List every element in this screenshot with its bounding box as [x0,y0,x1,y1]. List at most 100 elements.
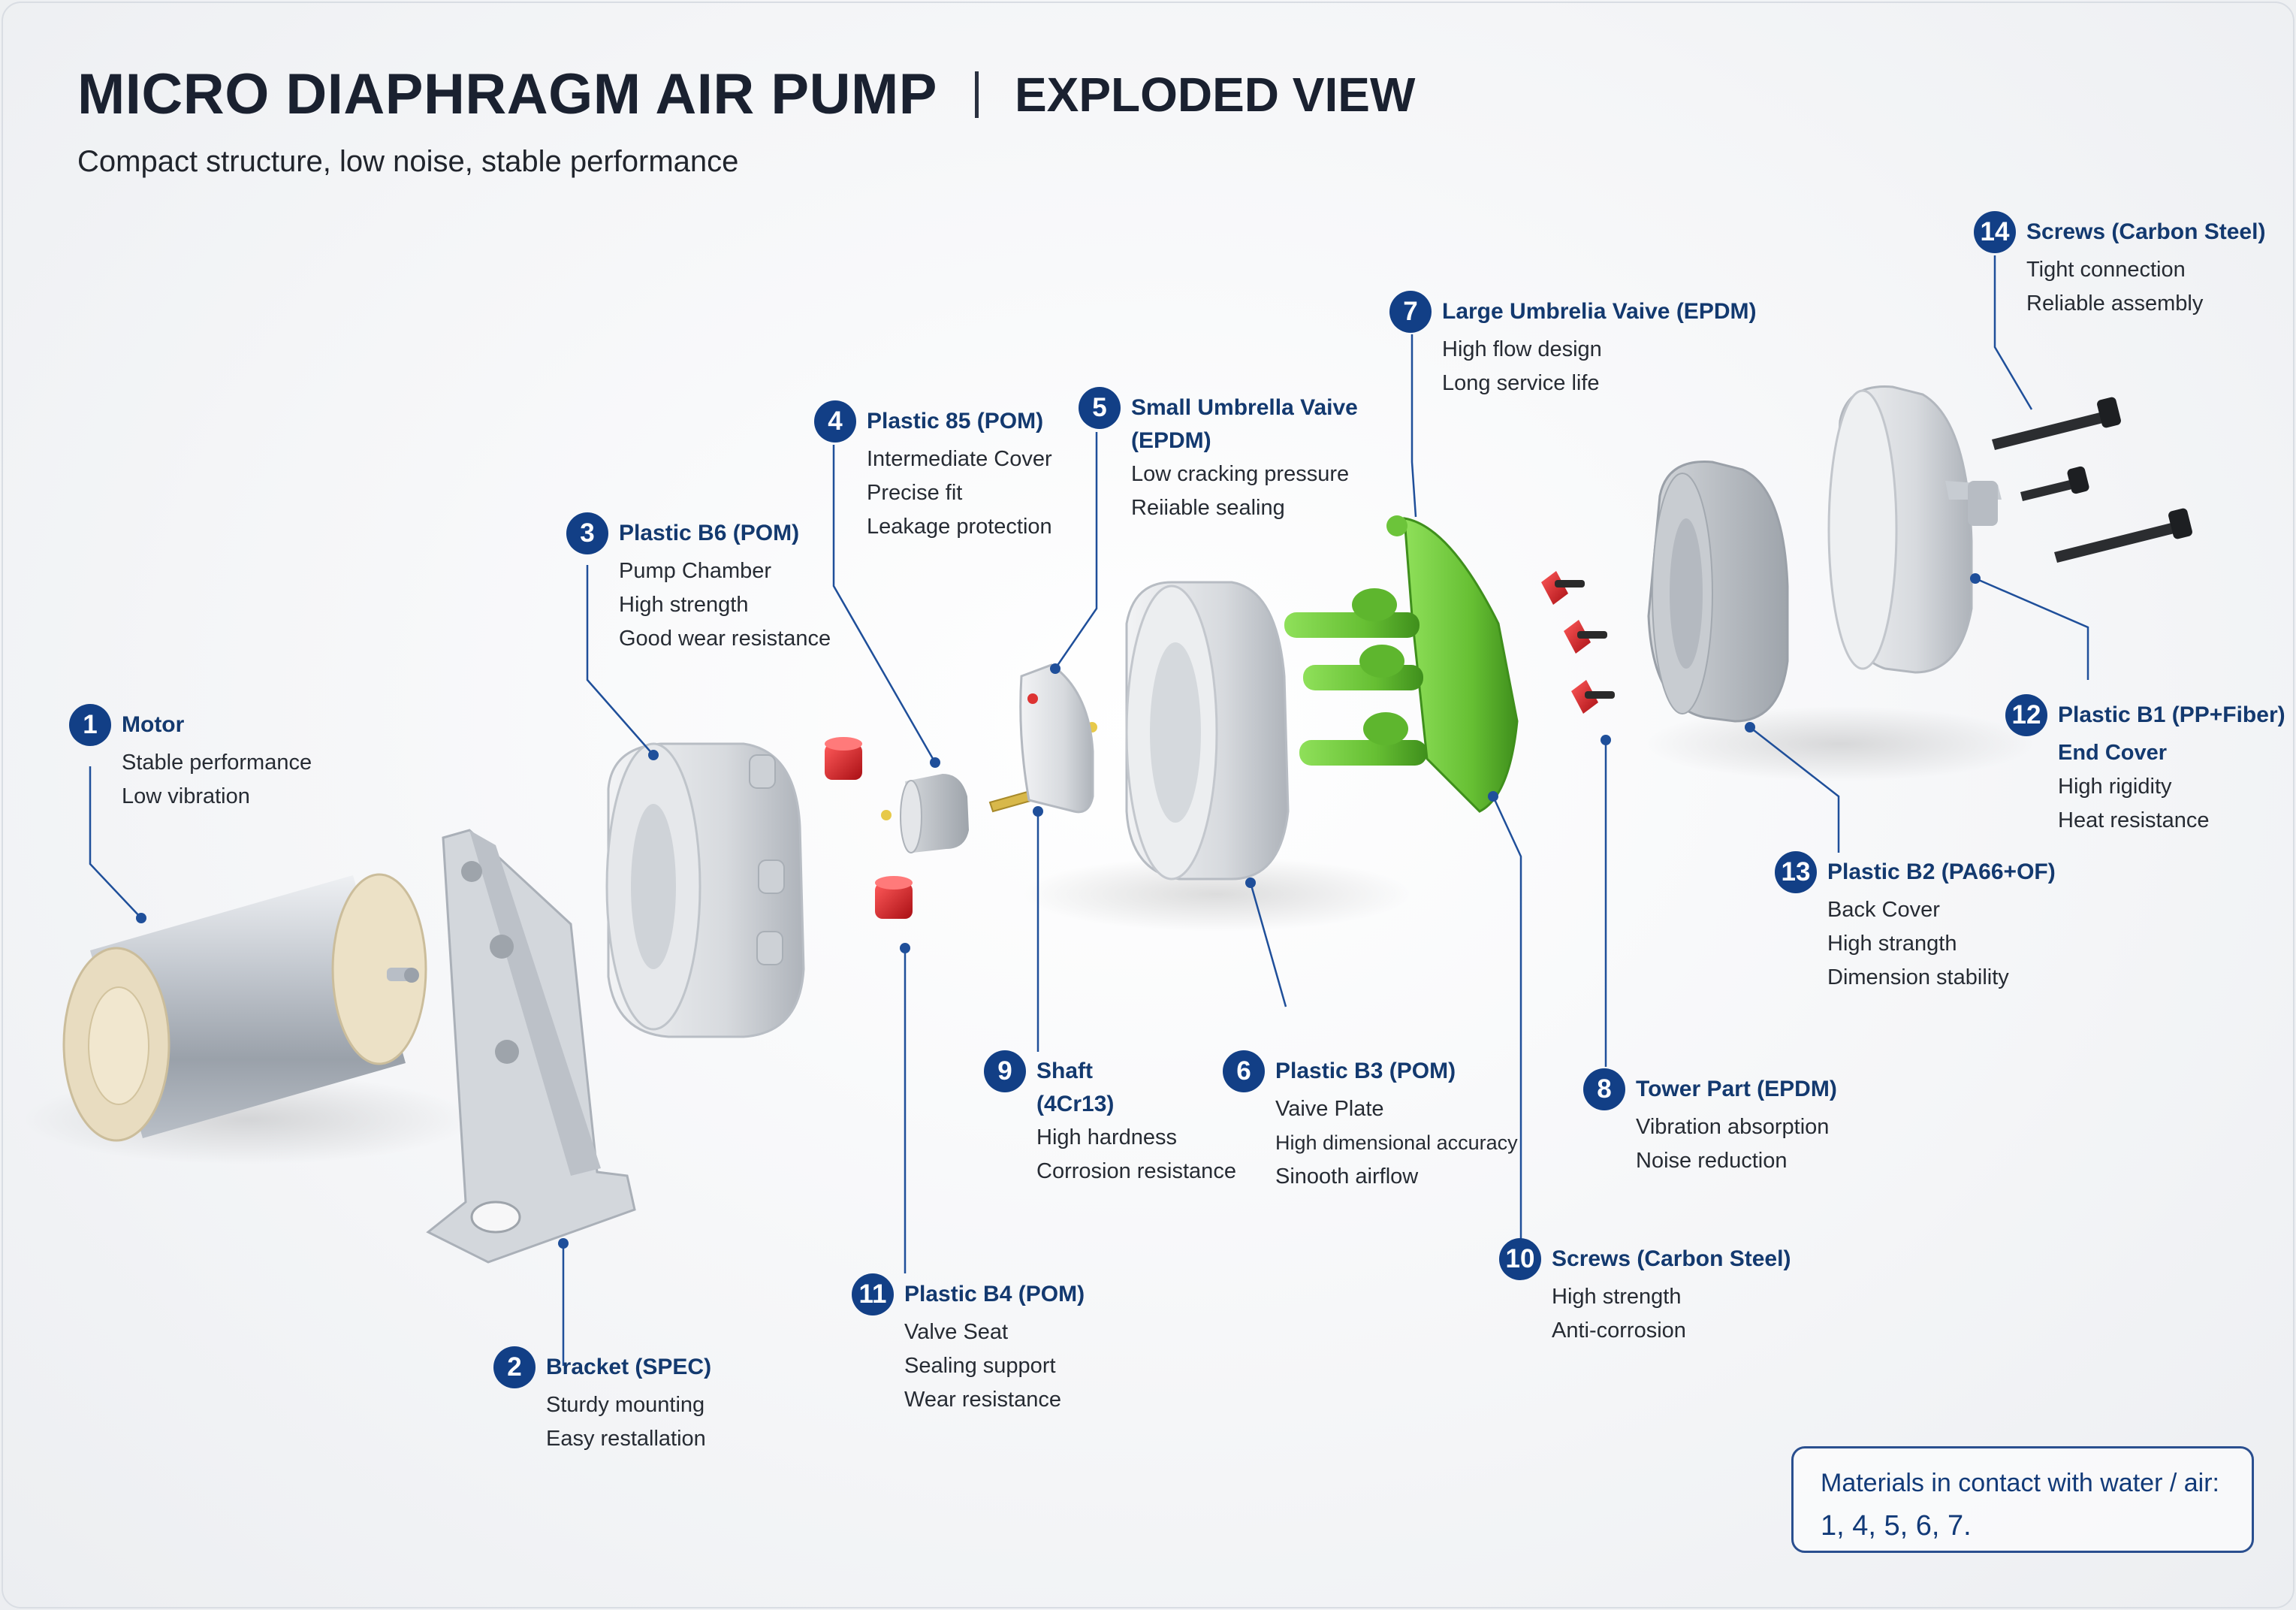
callout-line: Valve Seat [904,1320,1009,1344]
callout-line: Noise reduction [1636,1149,1788,1173]
callout-title: Plastic B2 (PA66+OF) [1827,859,2056,884]
callout-number-badge: 7 [1389,291,1432,333]
page-title: MICRO DIAPHRAGM AIR PUMP [77,62,937,126]
callout-line: Leakage protection [867,515,1052,539]
callout-number-badge: 4 [814,400,856,443]
page-subtitle: Compact structure, low noise, stable per… [77,145,739,178]
callout-title: Plastic B6 (POM) [619,521,800,545]
callout-title: Large Umbrelia Vaive (EPDM) [1442,299,1757,324]
callout-line: Dimension stability [1827,965,2009,989]
callout-title: Plastic B4 (POM) [904,1282,1085,1306]
callout-line: End Cover [2058,741,2168,765]
page-title-secondary: EXPLODED VIEW [1014,67,1416,122]
title-separator [974,71,979,118]
part-end-cover [1827,385,2002,674]
part-small-umbrella-valve [1019,663,1094,814]
callout-line: Vibration absorption [1636,1115,1830,1139]
callout-number-badge: 12 [2005,694,2047,736]
part-screws-14 [1992,397,2192,563]
callout-number-badge: 14 [1974,211,2016,253]
callout-line: Reliable assembly [2026,291,2204,316]
callout-line: High hardness [1036,1125,1177,1149]
callout-line: Stable performance [122,751,312,775]
callout-line: High strength [619,593,749,617]
materials-note-values: 1, 4, 5, 6, 7. [1821,1510,1972,1542]
callout-number-badge: 1 [69,704,111,746]
callout-number-badge: 11 [852,1273,894,1315]
callout-number-badge: 5 [1079,387,1121,429]
part-back-cover [1647,461,1789,723]
callout-number-badge: 8 [1583,1068,1625,1110]
callout-title-line2: (EPDM) [1131,428,1211,453]
part-large-umbrella-valve [1284,515,1519,813]
callout-line: Low vibration [122,784,250,808]
callout-line: High strangth [1827,932,1957,956]
callout-line: Sinooth airflow [1275,1164,1419,1189]
part-pump-chamber [605,742,805,1038]
callout-title: Shaft [1036,1059,1093,1083]
leader-lines [89,255,2089,1366]
callout-number-badge: 3 [566,512,608,554]
callout-title: Plastic B1 (PP+Fiber) [2058,702,2285,727]
callout-line: Tight connection [2026,258,2186,282]
callout-line: Vaive Plate [1275,1097,1384,1121]
callout-number-badge: 10 [1499,1238,1541,1280]
callout-number-badge: 13 [1775,851,1817,893]
callout-number-badge: 9 [984,1050,1026,1092]
title-row: MICRO DIAPHRAGM AIR PUMP EXPLODED VIEW [77,62,1415,127]
callout-line: Sturdy mounting [546,1393,705,1417]
callout-title: Screws (Carbon Steel) [2026,219,2266,244]
callout-line: Intermediate Cover [867,447,1052,471]
callout-line: High flow design [1442,337,1602,361]
callout-large-umbrella-valve: 7 Large Umbrelia Vaive (EPDM) High flow d… [1389,291,1756,400]
callout-line: Wear resistance [904,1388,1061,1412]
callout-line: Pump Chamber [619,559,772,583]
callout-title: Plastic B3 (POM) [1275,1059,1456,1083]
callout-line: High strength [1552,1285,1682,1309]
materials-note-box: Materials in contact with water / air: 1… [1791,1446,2254,1553]
callout-number-badge: 6 [1223,1050,1265,1092]
callout-line: Sealing support [904,1354,1056,1378]
part-motor [62,873,427,1142]
part-valve-plate [1125,581,1290,881]
callout-line: Anti-corrosion [1552,1319,1686,1343]
callout-line: Good wear resistance [619,627,831,651]
callout-screws-14: 14 Screws (Carbon Steel) Tight connection… [1974,211,2265,321]
part-intermediate-cover [900,774,969,853]
callout-line: High rigidity [2058,775,2172,799]
callout-title: Motor [122,712,185,737]
callout-title: Plastic 85 (POM) [867,409,1044,433]
callout-line: Corrosion resistance [1036,1159,1236,1183]
callout-title: Screws (Carbon Steel) [1552,1246,1791,1271]
callout-title: Small Umbrella Vaive [1131,395,1358,420]
leader-dots [136,573,1981,1249]
part-tower-part [1541,571,1615,714]
callout-number-badge: 2 [493,1346,536,1388]
callout-line: Reiiable sealing [1131,496,1285,520]
callout-title: Tower Part (EPDM) [1636,1077,1837,1101]
callout-line: High dimensional accuracy [1275,1131,1518,1154]
callout-line: Easy restallation [546,1427,706,1451]
callout-line: Long service life [1442,371,1600,395]
part-bracket [426,829,636,1264]
callout-line: Low cracking pressure [1131,462,1350,486]
callout-line: Precise fit [867,481,963,505]
callout-line: Back Cover [1827,898,1940,922]
materials-note-label: Materials in contact with water / air: [1821,1469,2219,1497]
callout-title-line2: (4Cr13) [1036,1092,1115,1116]
callout-line: Heat resistance [2058,808,2210,832]
part-valve-seat [825,737,913,919]
callout-title: Bracket (SPEC) [546,1355,712,1379]
